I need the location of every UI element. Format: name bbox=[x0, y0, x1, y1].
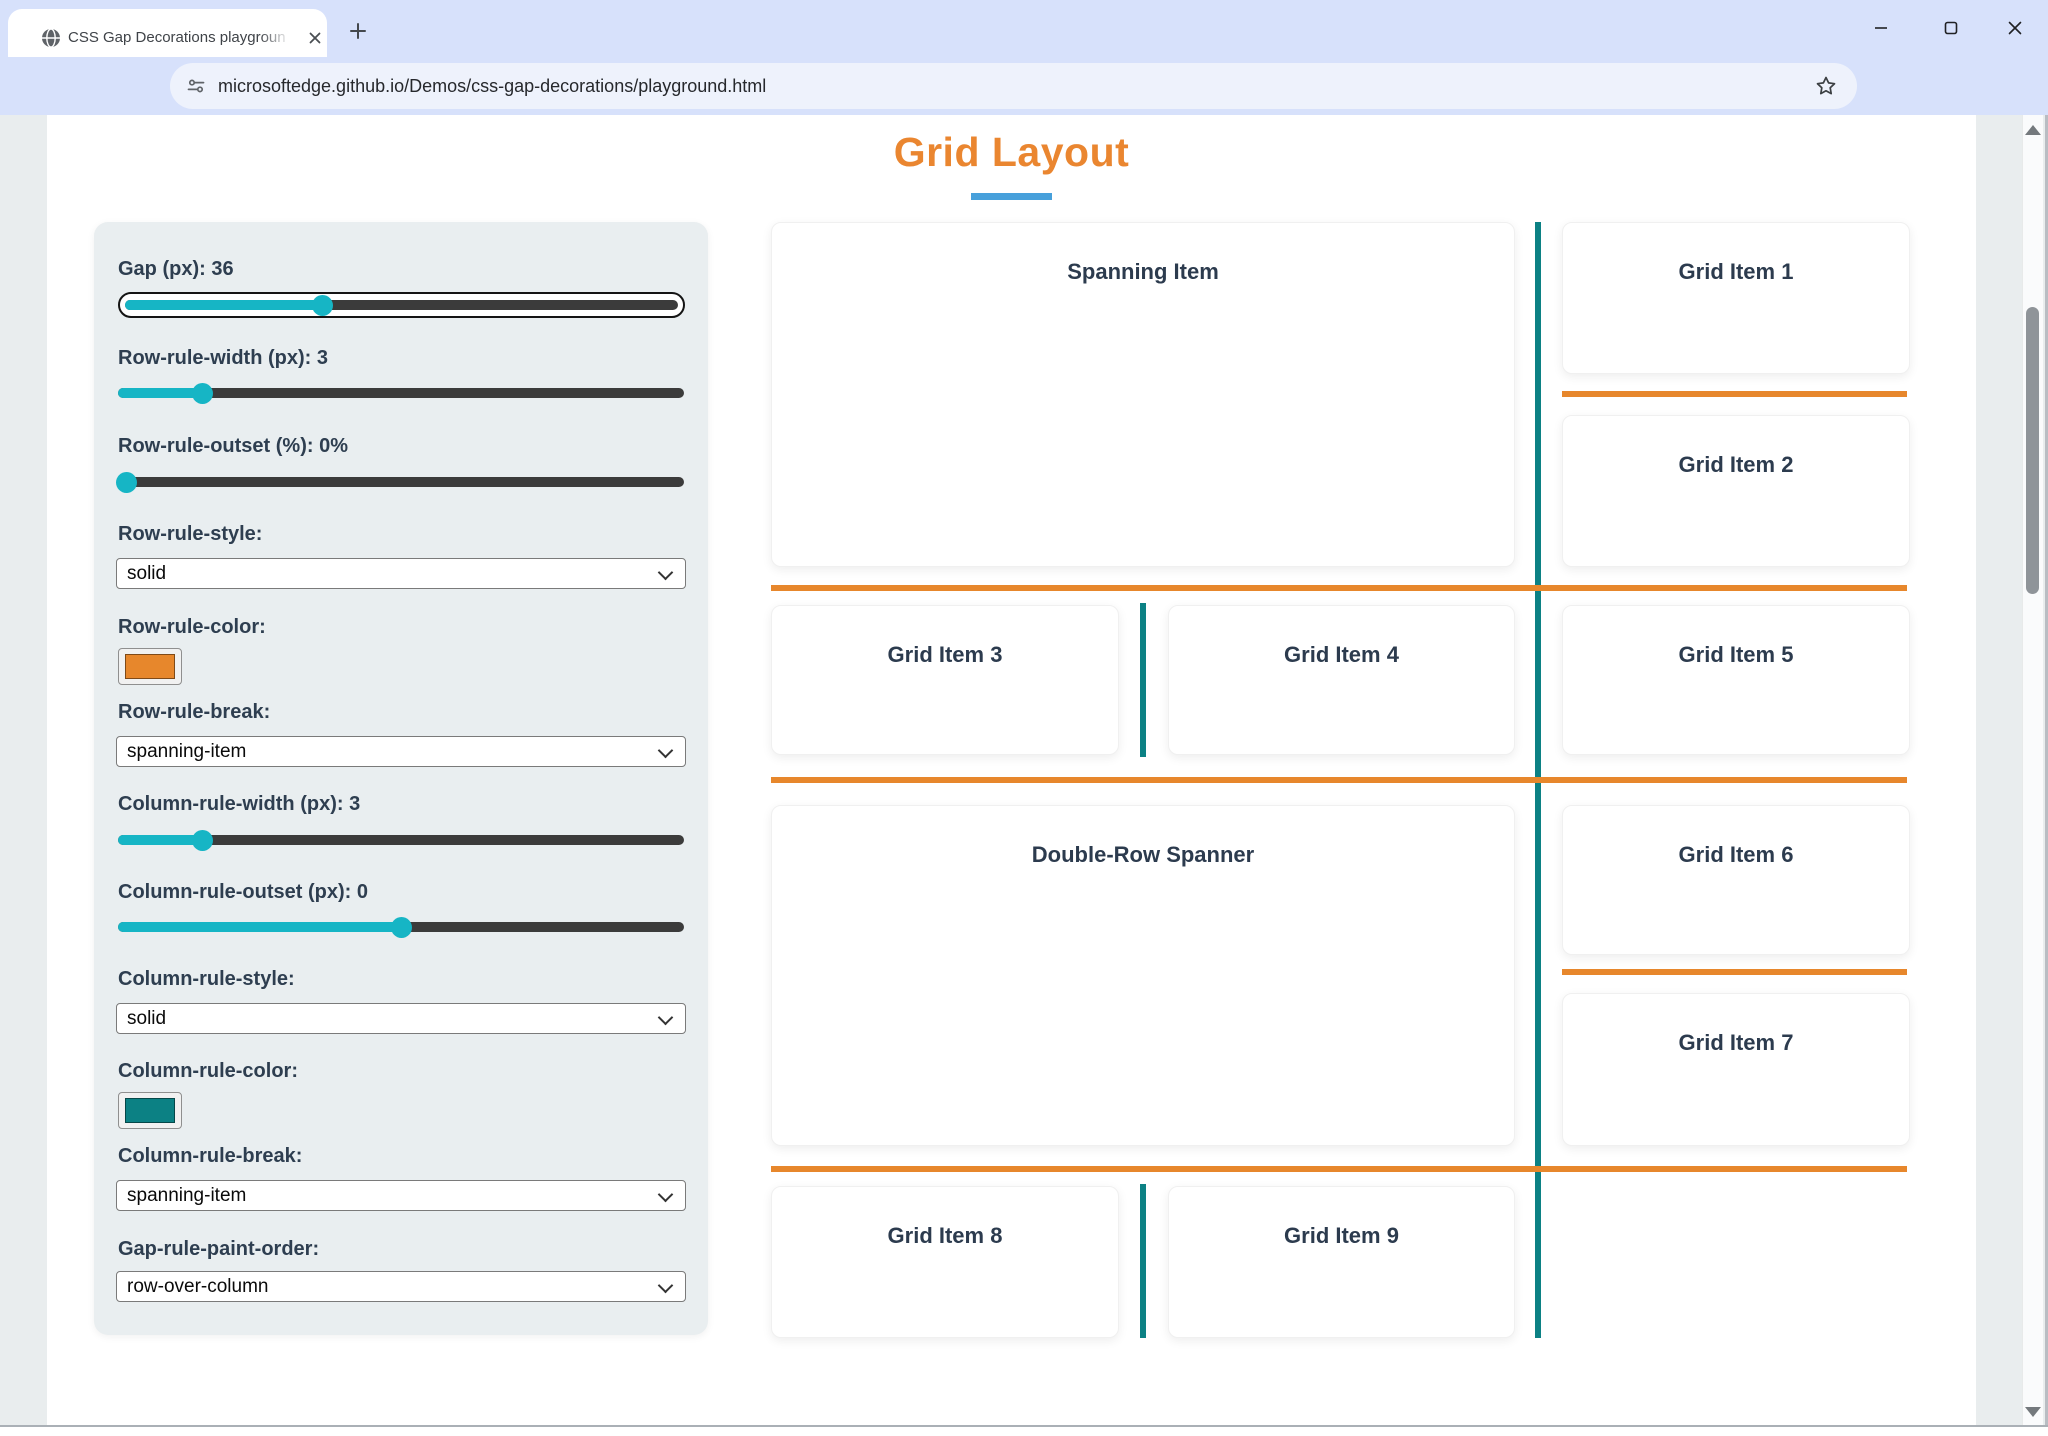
grid-card-4: Grid Item 4 bbox=[1168, 605, 1515, 755]
slider-track[interactable] bbox=[118, 477, 684, 487]
gap-rule-paint-order-select[interactable]: row-over-column bbox=[116, 1271, 686, 1302]
chevron-down-icon bbox=[657, 1277, 674, 1294]
row-rule-width-slider[interactable] bbox=[118, 382, 684, 404]
row-rule-color-label: Row-rule-color: bbox=[118, 616, 266, 638]
row-rule-style-label: Row-rule-style: bbox=[118, 523, 263, 545]
window-minimize-button[interactable] bbox=[1870, 17, 1892, 39]
column-rule-width-slider[interactable] bbox=[118, 829, 684, 851]
column-rule-color-swatch[interactable] bbox=[118, 1092, 182, 1129]
row-rule-long-2 bbox=[771, 777, 1907, 783]
scrollbar-up-arrow-icon[interactable] bbox=[2025, 125, 2041, 135]
column-rule-outset-label: Column-rule-outset (px): 0 bbox=[118, 881, 368, 903]
url-text[interactable]: microsoftedge.github.io/Demos/css-gap-de… bbox=[218, 76, 767, 96]
column-rule-row4 bbox=[1140, 1184, 1146, 1338]
scrollbar-down-arrow-icon[interactable] bbox=[2025, 1407, 2041, 1417]
slider-thumb[interactable] bbox=[312, 294, 334, 316]
row-rule-short-2 bbox=[1562, 969, 1907, 975]
title-underline bbox=[971, 193, 1052, 200]
grid-card-8: Grid Item 8 bbox=[771, 1186, 1119, 1338]
slider-thumb[interactable] bbox=[115, 471, 137, 493]
slider-track[interactable] bbox=[118, 388, 684, 398]
column-rule-style-label: Column-rule-style: bbox=[118, 968, 295, 990]
row-rule-break-label: Row-rule-break: bbox=[118, 701, 271, 723]
grid-card-7: Grid Item 7 bbox=[1562, 993, 1910, 1146]
row-rule-break-select[interactable]: spanning-item bbox=[116, 736, 686, 767]
bookmark-star-icon[interactable] bbox=[1813, 73, 1839, 99]
slider-track[interactable] bbox=[125, 300, 678, 310]
page-title: Grid Layout bbox=[893, 129, 1130, 175]
select-value: solid bbox=[127, 563, 167, 584]
grid-card-9: Grid Item 9 bbox=[1168, 1186, 1515, 1338]
column-rule-outset-slider[interactable] bbox=[118, 916, 684, 938]
column-rule-style-select[interactable]: solid bbox=[116, 1003, 686, 1034]
column-rule-color-label: Column-rule-color: bbox=[118, 1060, 298, 1082]
grid-card-6: Grid Item 6 bbox=[1562, 805, 1910, 955]
row-rule-outset-label: Row-rule-outset (%): 0% bbox=[118, 435, 348, 457]
tab-title: CSS Gap Decorations playgroun bbox=[68, 29, 286, 46]
color-swatch-fill bbox=[125, 1098, 175, 1123]
column-rule-row2 bbox=[1140, 603, 1146, 757]
slider-thumb[interactable] bbox=[390, 916, 412, 938]
window-maximize-button[interactable] bbox=[1940, 17, 1962, 39]
select-value: spanning-item bbox=[127, 741, 247, 762]
row-rule-color-swatch[interactable] bbox=[118, 648, 182, 685]
page-content: Grid Layout Gap (px): 36 Row-rule-width … bbox=[0, 115, 2048, 1426]
column-rule-break-label: Column-rule-break: bbox=[118, 1145, 303, 1167]
window-close-button[interactable] bbox=[2004, 17, 2026, 39]
globe-favicon-icon bbox=[41, 28, 61, 48]
select-value: solid bbox=[127, 1008, 167, 1029]
chevron-down-icon bbox=[657, 742, 674, 759]
site-settings-tune-icon[interactable] bbox=[184, 74, 208, 98]
tab-close-icon[interactable] bbox=[303, 26, 327, 50]
slider-track[interactable] bbox=[118, 835, 684, 845]
grid-card-5: Grid Item 5 bbox=[1562, 605, 1910, 755]
new-tab-button[interactable] bbox=[345, 18, 371, 44]
row-rule-long-1 bbox=[771, 585, 1907, 591]
browser-tab[interactable]: CSS Gap Decorations playgroun bbox=[8, 9, 327, 57]
row-rule-long-3 bbox=[771, 1166, 1907, 1172]
browser-toolbar: microsoftedge.github.io/Demos/css-gap-de… bbox=[0, 57, 2048, 157]
gap-label: Gap (px): 36 bbox=[118, 258, 234, 280]
chevron-down-icon bbox=[657, 1186, 674, 1203]
select-value: row-over-column bbox=[127, 1276, 269, 1297]
row-rule-width-label: Row-rule-width (px): 3 bbox=[118, 347, 328, 369]
grid-card-3: Grid Item 3 bbox=[771, 605, 1119, 755]
slider-thumb[interactable] bbox=[192, 382, 214, 404]
color-swatch-fill bbox=[125, 654, 175, 679]
gap-slider[interactable] bbox=[118, 292, 685, 318]
gap-rule-paint-order-label: Gap-rule-paint-order: bbox=[118, 1238, 320, 1260]
row-rule-outset-slider[interactable] bbox=[115, 471, 684, 493]
controls-panel: Gap (px): 36 Row-rule-width (px): 3 Row-… bbox=[94, 222, 708, 1335]
tab-strip: CSS Gap Decorations playgroun bbox=[0, 0, 2048, 57]
url-bar[interactable]: microsoftedge.github.io/Demos/css-gap-de… bbox=[170, 63, 1857, 109]
grid-demo: Spanning Item Grid Item 1 Grid Item 2 Gr… bbox=[771, 222, 1910, 1338]
select-value: spanning-item bbox=[127, 1185, 247, 1206]
grid-card-spanning-item: Spanning Item bbox=[771, 222, 1515, 567]
grid-card-1: Grid Item 1 bbox=[1562, 222, 1910, 374]
below-window-area bbox=[0, 1427, 2048, 1436]
slider-thumb[interactable] bbox=[192, 829, 214, 851]
window-right-edge bbox=[2045, 115, 2048, 1426]
row-rule-style-select[interactable]: solid bbox=[116, 558, 686, 589]
column-rule-break-select[interactable]: spanning-item bbox=[116, 1180, 686, 1211]
scrollbar-thumb[interactable] bbox=[2026, 307, 2039, 594]
tab-title-fade bbox=[260, 27, 300, 51]
grid-card-double-row-spanner: Double-Row Spanner bbox=[771, 805, 1515, 1146]
column-rule-width-label: Column-rule-width (px): 3 bbox=[118, 793, 361, 815]
chevron-down-icon bbox=[657, 564, 674, 581]
row-rule-short-1 bbox=[1562, 391, 1907, 397]
grid-card-2: Grid Item 2 bbox=[1562, 415, 1910, 567]
window-bottom-edge bbox=[0, 1425, 2048, 1427]
chevron-down-icon bbox=[657, 1009, 674, 1026]
